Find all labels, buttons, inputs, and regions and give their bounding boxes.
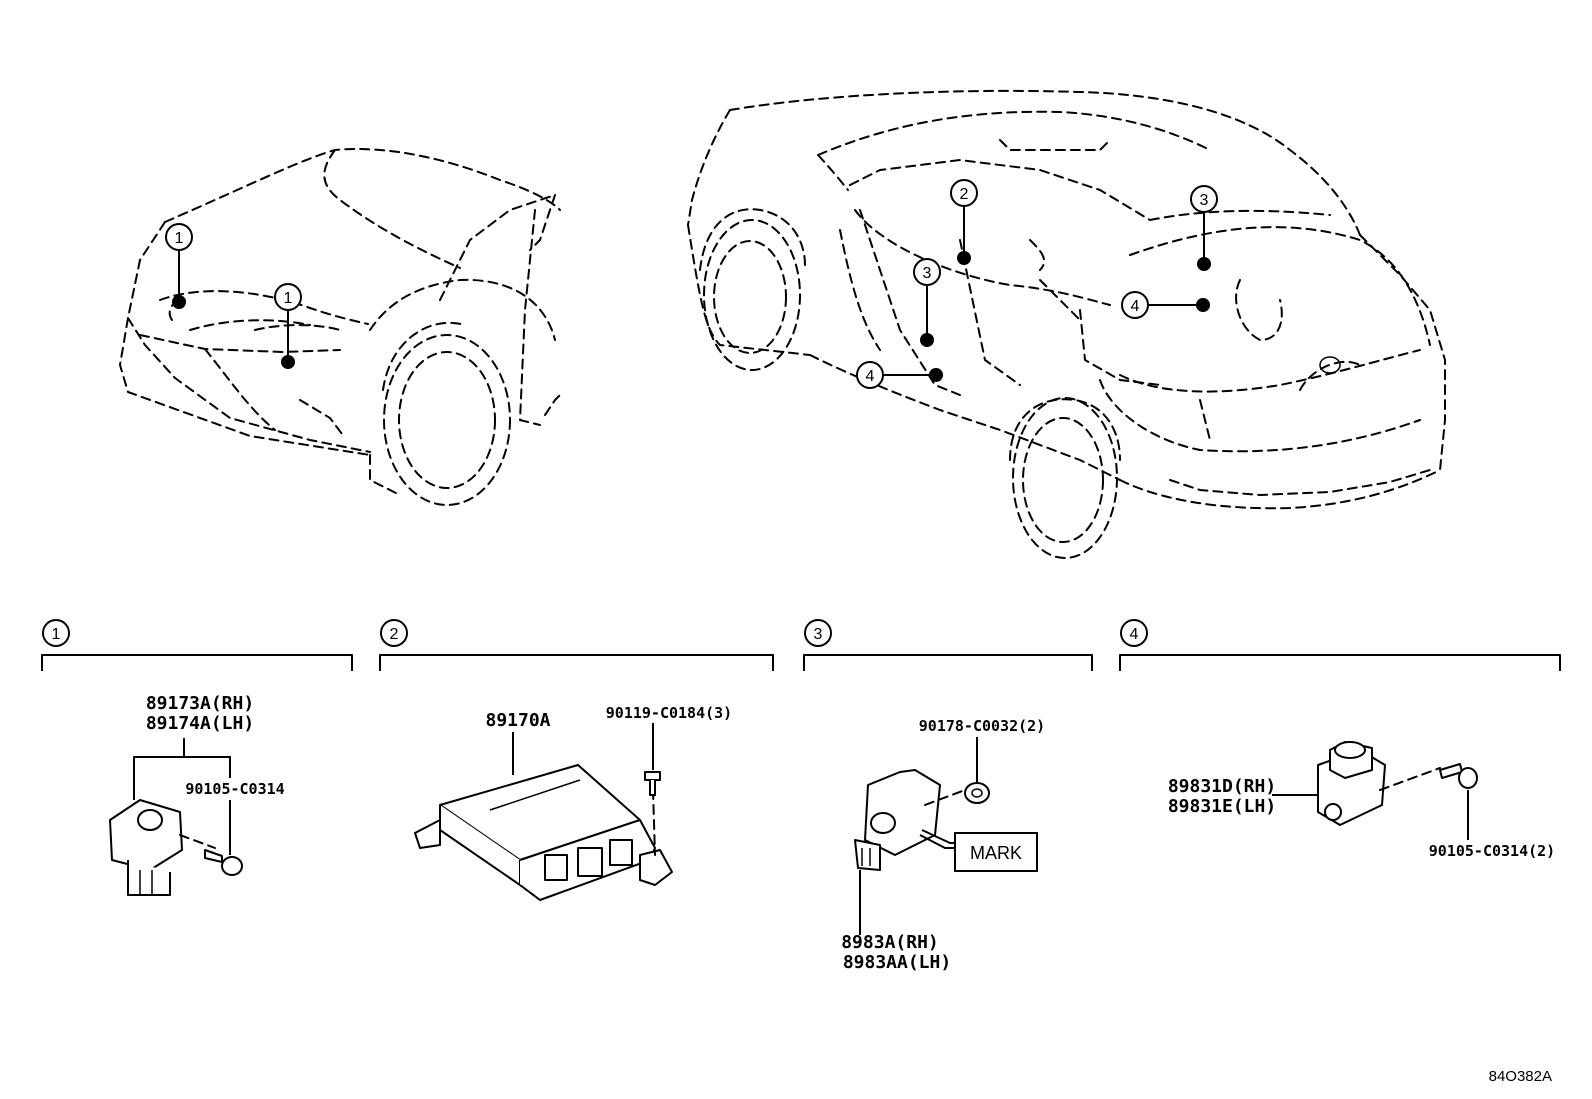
bolt-icon bbox=[204, 849, 243, 876]
callout-number: 4 bbox=[1131, 298, 1140, 315]
rear-view-vehicle bbox=[687, 89, 1446, 559]
rear-callout-2: 2 bbox=[950, 179, 978, 265]
section-1: 1 89173A(RH) 89174A(LH) 90105-C0314 bbox=[41, 619, 353, 896]
part-code-90178-c0032: 90178-C0032(2) bbox=[919, 717, 1045, 735]
bolt-icon bbox=[1439, 763, 1478, 789]
part-code-89173a: 89173A(RH) bbox=[146, 693, 254, 714]
bolt-icon bbox=[644, 771, 661, 796]
front-view-vehicle bbox=[119, 148, 561, 506]
callout-number: 1 bbox=[284, 290, 293, 307]
front-airbag-sensor-icon bbox=[109, 799, 216, 896]
callout-number: 3 bbox=[923, 265, 932, 282]
callout-number: 3 bbox=[1200, 192, 1209, 209]
section-4: 4 89831D(RH) 89831E(LH) 90105-C0314(2) bbox=[1119, 619, 1561, 860]
drawing-id: 84O382A bbox=[1489, 1068, 1552, 1085]
part-code-89170a: 89170A bbox=[485, 710, 550, 731]
section-bracket bbox=[379, 654, 774, 671]
part-code-8983a: 8983A(RH) bbox=[841, 932, 939, 953]
section-bracket bbox=[41, 654, 353, 671]
section-number: 3 bbox=[814, 626, 823, 643]
section-bracket bbox=[803, 654, 1093, 671]
rear-callout-4a: 4 bbox=[1121, 291, 1210, 319]
section-number: 1 bbox=[52, 626, 61, 643]
mark-label-box: MARK bbox=[919, 829, 1038, 872]
side-airbag-sensor-icon bbox=[854, 769, 966, 871]
section-bracket bbox=[1119, 654, 1561, 671]
part-code-90105-c0314-2: 90105-C0314(2) bbox=[1429, 842, 1555, 860]
section-2: 2 89170A 90119-C0184(3) bbox=[379, 619, 774, 901]
front-callout-1a: 1 bbox=[165, 223, 193, 309]
callout-number: 1 bbox=[175, 230, 184, 247]
airbag-control-unit-icon bbox=[414, 764, 673, 901]
side-impact-sensor-icon bbox=[1317, 741, 1441, 826]
callout-number: 4 bbox=[866, 368, 875, 385]
part-code-89831e: 89831E(LH) bbox=[1168, 796, 1276, 817]
part-code-89174a: 89174A(LH) bbox=[146, 713, 254, 734]
callout-number: 2 bbox=[960, 186, 969, 203]
part-code-8983aa: 8983AA(LH) bbox=[843, 952, 951, 973]
section-number: 4 bbox=[1130, 626, 1139, 643]
part-code-90119-c0184: 90119-C0184(3) bbox=[606, 704, 732, 722]
leader-bracket bbox=[133, 756, 231, 800]
rear-callout-3a: 3 bbox=[1190, 185, 1218, 271]
rear-callout-3b: 3 bbox=[913, 258, 941, 347]
section-number: 2 bbox=[390, 626, 399, 643]
section-3: 3 90178-C0032(2) 8983A(RH) 8983AA(LH) MA… bbox=[803, 619, 1093, 973]
rear-callout-4b: 4 bbox=[856, 361, 943, 389]
part-code-89831d: 89831D(RH) bbox=[1168, 776, 1276, 797]
mark-label: MARK bbox=[970, 843, 1022, 863]
part-code-90105-c0314: 90105-C0314 bbox=[185, 780, 284, 798]
front-callout-1b: 1 bbox=[274, 283, 302, 369]
nut-icon bbox=[964, 782, 990, 804]
